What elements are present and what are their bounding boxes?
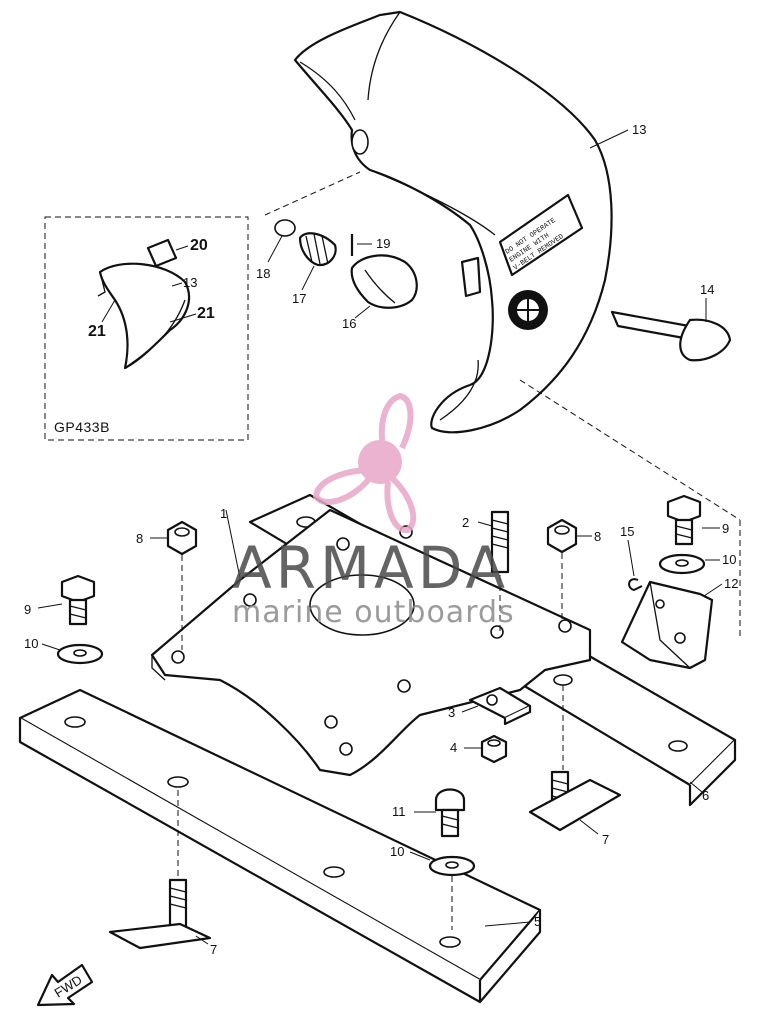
- inset-label: GP433B: [54, 419, 110, 435]
- nut-4: 4: [450, 734, 508, 764]
- callout-9-left: 9: [24, 602, 31, 617]
- bracket-12: 12: [620, 576, 738, 670]
- nut-8-left: 8: [136, 520, 198, 650]
- callout-12: 12: [724, 576, 738, 591]
- callout-8-right: 8: [594, 529, 601, 544]
- inset-variant-box: GP433B 20 13 21 21: [44, 216, 249, 441]
- callout-13: 13: [632, 122, 646, 137]
- knob-assembly: 18 17 19 16: [256, 219, 418, 331]
- bolt-9-left: 9: [24, 574, 96, 626]
- callout-11: 11: [392, 804, 406, 819]
- callout-21-left: 21: [88, 323, 106, 340]
- bolt-9-right: 9: [666, 494, 729, 546]
- bolt-11: 11: [392, 788, 466, 838]
- t-bolt-7-right: 7: [528, 685, 622, 847]
- callout-10-left: 10: [24, 636, 38, 651]
- callout-10-right: 10: [722, 552, 736, 567]
- callout-7-left: 7: [210, 942, 217, 957]
- t-bolt-7-left: 7: [108, 790, 217, 957]
- callout-6: 6: [702, 788, 709, 803]
- mounting-bracket: 1: [150, 506, 592, 777]
- callout-13-inset: 13: [183, 275, 197, 290]
- callout-21-right: 21: [197, 305, 215, 322]
- callout-10-center: 10: [390, 844, 404, 859]
- washer-10-left: 10: [24, 636, 104, 665]
- callout-16: 16: [342, 316, 356, 331]
- callout-1: 1: [220, 506, 227, 521]
- callout-19: 19: [376, 236, 390, 251]
- washer-10-right: 10: [658, 552, 736, 575]
- callout-18: 18: [256, 266, 270, 281]
- watermark-brand: ARMADA: [232, 534, 509, 602]
- nut-8-right: 8: [546, 518, 601, 620]
- washer-10-center: 10: [390, 844, 476, 930]
- stud-2: 2: [462, 510, 510, 635]
- engine-cover: DO NOT OPERATE ENGINE WITH V-BELT REMOVE…: [293, 10, 646, 434]
- lock-lever: 14: [610, 282, 732, 362]
- watermark-tagline: marine outboards: [232, 595, 515, 630]
- callout-14: 14: [700, 282, 714, 297]
- clip-3: 3: [448, 686, 532, 726]
- callout-4: 4: [450, 740, 457, 755]
- alignment-lines: [264, 171, 741, 640]
- callout-20: 20: [190, 237, 208, 254]
- callout-7-right: 7: [602, 832, 609, 847]
- armada-watermark: ARMADA marine outboards: [232, 392, 515, 630]
- callout-8-left: 8: [136, 531, 143, 546]
- clip-15: 15: [620, 524, 643, 592]
- callout-2: 2: [462, 515, 469, 530]
- callout-5: 5: [534, 914, 541, 929]
- propeller-icon: [312, 392, 417, 534]
- callout-17: 17: [292, 291, 306, 306]
- callout-9-right: 9: [722, 521, 729, 536]
- fwd-arrow-icon: FWD: [36, 963, 94, 1007]
- callout-3: 3: [448, 705, 455, 720]
- callout-15: 15: [620, 524, 634, 539]
